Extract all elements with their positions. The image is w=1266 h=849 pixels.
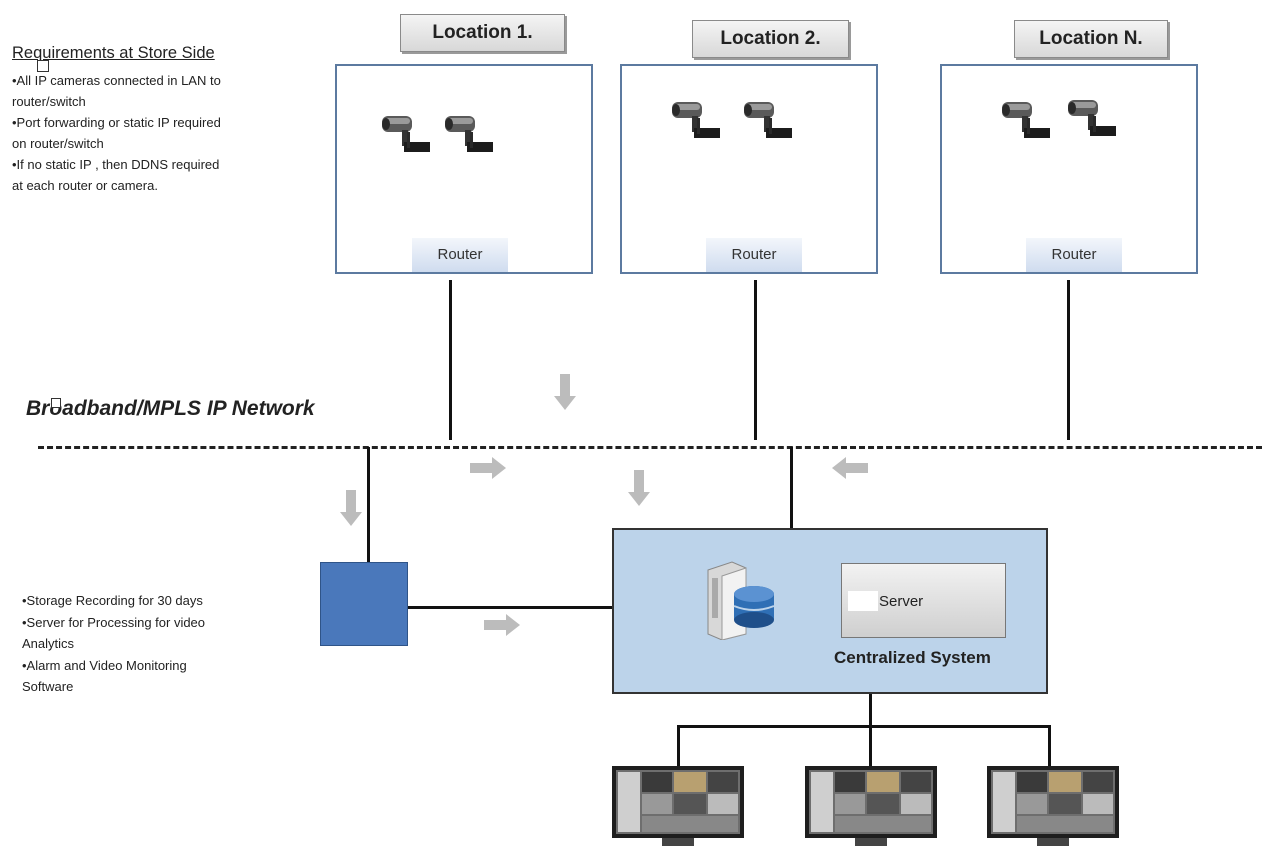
requirement-line: on router/switch — [12, 136, 104, 151]
location-2-label: Location 2. — [692, 20, 849, 58]
monitor-trunk-line — [869, 694, 872, 726]
monitor-drop-line — [677, 725, 680, 767]
monitor-icon — [805, 766, 937, 846]
storage-to-central-line — [408, 606, 612, 609]
requirements-list: •All IP cameras connected in LAN to rout… — [12, 70, 312, 196]
monitor-icon — [987, 766, 1119, 846]
router-label: Router — [412, 238, 508, 272]
selection-handle — [37, 60, 49, 72]
central-link-line — [790, 447, 793, 529]
router-label: Router — [706, 238, 802, 272]
storage-link-line — [367, 447, 370, 563]
requirement-line: router/switch — [12, 94, 86, 109]
arrow-icon — [628, 470, 650, 506]
cctv-camera-icon — [670, 98, 726, 146]
feature-line: •Storage Recording for 30 days — [22, 593, 203, 608]
router-link-line — [754, 280, 757, 440]
location-1-box: Router — [335, 64, 593, 274]
monitor-drop-line — [1048, 725, 1051, 767]
feature-line: •Alarm and Video Monitoring — [22, 657, 187, 673]
feature-line: Analytics — [22, 636, 75, 651]
monitor-drop-line — [869, 725, 872, 767]
arrow-icon — [832, 457, 868, 479]
arrow-icon — [340, 490, 362, 526]
cctv-camera-icon — [1066, 96, 1122, 144]
cctv-camera-icon — [742, 98, 798, 146]
requirement-line: •Port forwarding or static IP required — [12, 115, 221, 130]
location-n-label: Location N. — [1014, 20, 1168, 58]
arrow-icon — [470, 457, 506, 479]
centralized-system-label: Centralized System — [834, 648, 991, 667]
network-backbone-line — [38, 446, 1262, 449]
network-label: Broadband/MPLS IP Network — [26, 397, 315, 420]
location-n-box: Router — [940, 64, 1198, 274]
server-box: Server — [841, 563, 1006, 638]
router-link-line — [1067, 280, 1070, 440]
cctv-camera-icon — [443, 112, 499, 160]
feature-line: Software — [22, 679, 74, 694]
server-label-mask — [848, 591, 878, 611]
storage-unit — [320, 562, 408, 646]
requirement-line: •If no static IP , then DDNS required — [12, 157, 220, 172]
monitor-branch-line — [677, 725, 1051, 728]
arrow-icon — [484, 614, 520, 636]
requirement-line: •All IP cameras connected in LAN to — [12, 73, 221, 88]
requirement-line: at each router or camera. — [12, 178, 158, 193]
location-1-label: Location 1. — [400, 14, 565, 52]
server-label: Server — [879, 593, 924, 610]
central-features-list: •Storage Recording for 30 days •Server f… — [22, 590, 302, 698]
cctv-camera-icon — [1000, 98, 1056, 146]
monitor-icon — [612, 766, 744, 846]
router-label: Router — [1026, 238, 1122, 272]
router-link-line — [449, 280, 452, 440]
requirements-title: Requirements at Store Side — [12, 44, 215, 62]
feature-line: •Server for Processing for video — [22, 614, 206, 630]
cctv-camera-icon — [380, 112, 436, 160]
location-2-box: Router — [620, 64, 878, 274]
server-database-icon — [707, 561, 775, 640]
arrow-icon — [554, 374, 576, 410]
selection-handle — [51, 398, 61, 408]
